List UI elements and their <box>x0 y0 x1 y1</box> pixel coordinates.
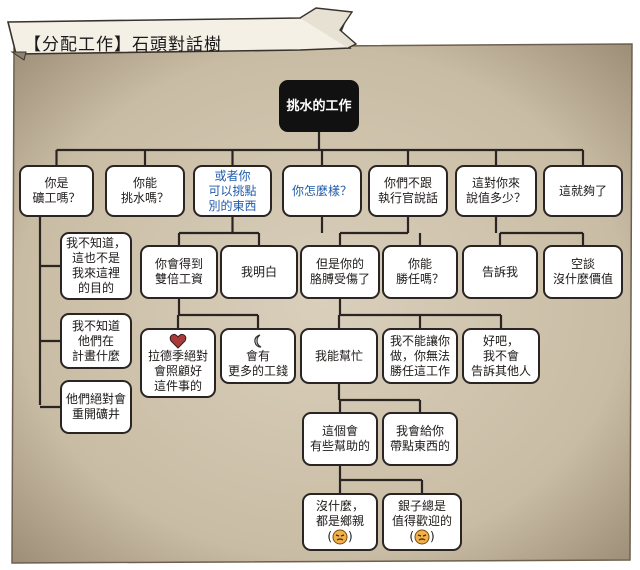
node-i-can-help[interactable]: 我能幫忙 <box>300 328 378 384</box>
node-arm-hurt[interactable]: 但是你的 胳膊受傷了 <box>300 245 380 299</box>
node-label: 你能 挑水嗎？ <box>120 176 169 205</box>
node-more-money[interactable]: 會有 更多的工錢 <box>220 328 296 384</box>
connector-lines <box>38 132 585 493</box>
node-label: 這個會 有些幫助的 <box>309 424 370 453</box>
node-label: 銀子總是 值得歡迎的 <box>391 499 452 528</box>
node-dont-follow[interactable]: 你們不跟 執行官說話 <box>368 165 448 217</box>
node-carry-water[interactable]: 你能 挑水嗎？ <box>105 165 185 217</box>
moon-icon <box>249 333 267 349</box>
node-label: 這對你來 說值多少？ <box>465 176 526 205</box>
node-nothing[interactable]: 沒什麼， 都是鄉親() <box>302 493 378 551</box>
node-label: 你們不跟 執行官說話 <box>377 176 438 205</box>
paren-open: ( <box>327 529 332 544</box>
node-label: 挑水的工作 <box>286 98 352 114</box>
node-label: 你怎麼樣？ <box>291 183 352 198</box>
heart-icon <box>169 333 187 349</box>
paren-close: ) <box>348 529 353 544</box>
node-label: 我不能讓你 做，你無法 勝任這工作 <box>389 333 450 378</box>
node-enough[interactable]: 這就夠了 <box>543 165 623 217</box>
face-row: () <box>327 529 353 545</box>
node-label: 會有 更多的工錢 <box>227 349 288 378</box>
node-understand[interactable]: 我明白 <box>220 245 298 299</box>
paren-close: ) <box>430 529 435 544</box>
node-label: 我明白 <box>240 264 277 279</box>
title-banner <box>6 7 358 61</box>
face-row: () <box>409 529 435 545</box>
node-label: 沒什麼， 都是鄉親 <box>315 499 364 528</box>
node-reopen-mine[interactable]: 他們絕對會 重開礦井 <box>60 380 132 434</box>
node-what-happened[interactable]: 你怎麼樣？ <box>282 165 362 217</box>
node-bring-stuff[interactable]: 我會給你 帶點東西的 <box>382 412 458 466</box>
node-will-help[interactable]: 這個會 有些幫助的 <box>302 412 378 466</box>
node-label: 他們絕對會 重開礦井 <box>65 392 126 421</box>
node-label: 拉德季絕對 會照顧好 這件事的 <box>147 348 208 393</box>
node-label: 這就夠了 <box>558 183 607 198</box>
node-dont-know-purpose[interactable]: 我不知道， 這也不是 我來這裡 的目的 <box>60 232 132 300</box>
node-label: 我不知道 他們在 計畫什麼 <box>71 318 120 363</box>
paren-open: ( <box>409 529 414 544</box>
node-label: 我不知道， 這也不是 我來這裡 的目的 <box>65 236 126 295</box>
node-wont-tell[interactable]: 好吧， 我不會 告訴其他人 <box>462 328 540 384</box>
node-tell-me[interactable]: 告訴我 <box>462 245 538 299</box>
node-how-much[interactable]: 這對你來 說值多少？ <box>455 165 537 217</box>
node-can-handle[interactable]: 你能 勝任嗎？ <box>382 245 458 299</box>
node-empty-talk[interactable]: 空談 沒什麼價值 <box>543 245 623 299</box>
node-label: 空談 沒什麼價值 <box>552 257 613 286</box>
node-dont-know-plan[interactable]: 我不知道 他們在 計畫什麼 <box>60 313 132 369</box>
node-label: 或者你 可以挑點 別的東西 <box>208 168 257 213</box>
smug-face-icon <box>332 529 348 545</box>
node-pick-other[interactable]: 或者你 可以挑點 別的東西 <box>193 165 272 217</box>
node-label: 我會給你 帶點東西的 <box>389 424 450 453</box>
node-label: 我能幫忙 <box>314 348 363 363</box>
node-label: 你會得到 雙倍工資 <box>154 257 203 286</box>
node-label: 你能 勝任嗎？ <box>395 257 444 286</box>
node-double-pay[interactable]: 你會得到 雙倍工資 <box>140 245 218 299</box>
node-silver[interactable]: 銀子總是 值得歡迎的() <box>382 493 462 551</box>
node-label: 但是你的 胳膊受傷了 <box>309 257 370 286</box>
node-cant-let[interactable]: 我不能讓你 做，你無法 勝任這工作 <box>382 328 458 384</box>
node-label: 好吧， 我不會 告訴其他人 <box>470 333 531 378</box>
node-mine-worker[interactable]: 你是 礦工嗎？ <box>19 165 94 217</box>
node-label: 告訴我 <box>481 264 518 279</box>
node-root[interactable]: 挑水的工作 <box>279 80 359 132</box>
node-label: 你是 礦工嗎？ <box>32 176 81 205</box>
smug-face-icon <box>414 529 430 545</box>
node-ladeji[interactable]: 拉德季絕對 會照顧好 這件事的 <box>140 328 216 398</box>
page-title: 【分配工作】石頭對話樹 <box>24 35 222 55</box>
